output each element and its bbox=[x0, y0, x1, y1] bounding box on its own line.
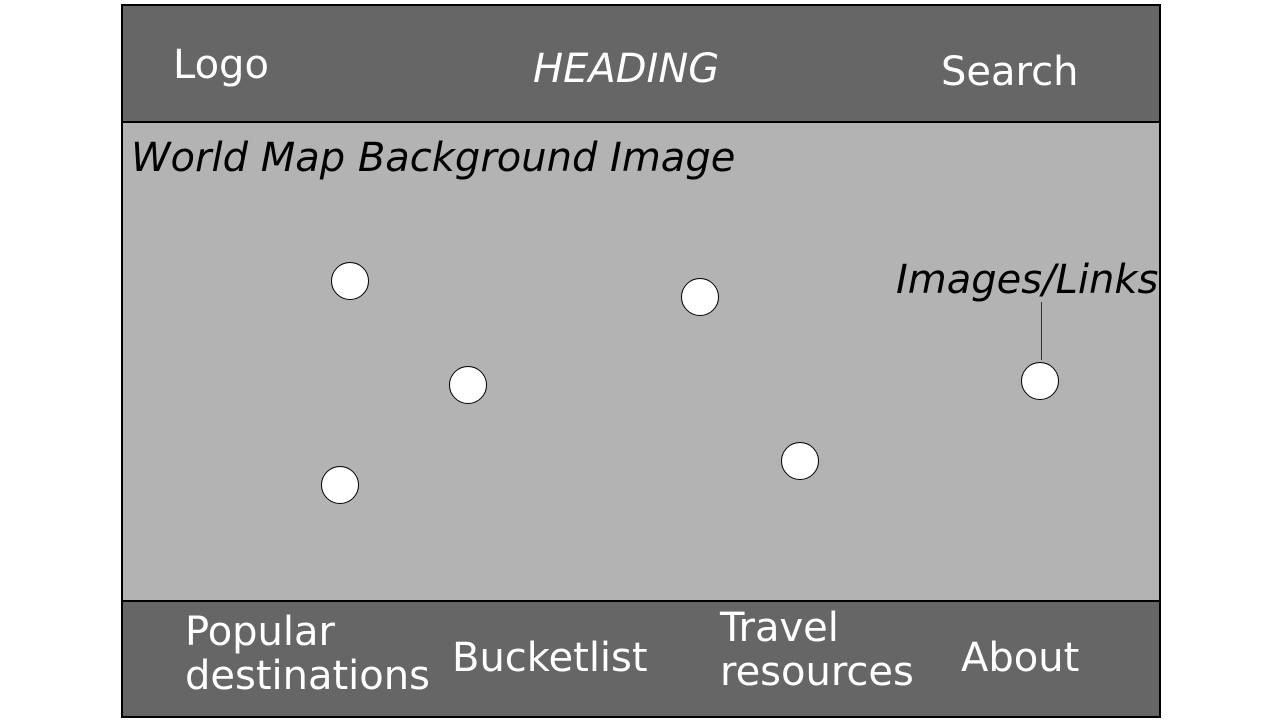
nav-label-line: resources bbox=[720, 649, 914, 695]
map-pin-link[interactable] bbox=[321, 466, 359, 504]
header-bar: Logo HEADING Search bbox=[123, 6, 1159, 123]
footer-nav-bar bbox=[123, 600, 1159, 716]
search-button[interactable]: Search bbox=[941, 49, 1079, 95]
annotation-leader-line bbox=[1041, 302, 1042, 360]
logo[interactable]: Logo bbox=[173, 42, 269, 88]
nav-label-line: Bucketlist bbox=[452, 635, 648, 681]
map-pin-link[interactable] bbox=[681, 278, 719, 316]
map-pin-link[interactable] bbox=[1021, 362, 1059, 400]
nav-travel-resources[interactable]: Travel resources bbox=[720, 606, 914, 694]
images-links-annotation: Images/Links bbox=[896, 257, 1159, 303]
nav-label-line: Popular bbox=[185, 609, 335, 655]
nav-label-line: About bbox=[961, 635, 1080, 681]
nav-popular-destinations[interactable]: Popular destinations bbox=[185, 610, 430, 698]
map-background-label: World Map Background Image bbox=[131, 135, 736, 181]
map-pin-link[interactable] bbox=[331, 262, 369, 300]
page-heading: HEADING bbox=[533, 46, 720, 92]
nav-bucketlist[interactable]: Bucketlist bbox=[452, 636, 648, 680]
nav-label-line: destinations bbox=[185, 653, 430, 699]
map-pin-link[interactable] bbox=[449, 366, 487, 404]
nav-label-line: Travel bbox=[720, 605, 839, 651]
nav-about[interactable]: About bbox=[961, 636, 1079, 680]
map-pin-link[interactable] bbox=[781, 442, 819, 480]
wireframe-page: Logo HEADING Search World Map Background… bbox=[121, 4, 1161, 718]
